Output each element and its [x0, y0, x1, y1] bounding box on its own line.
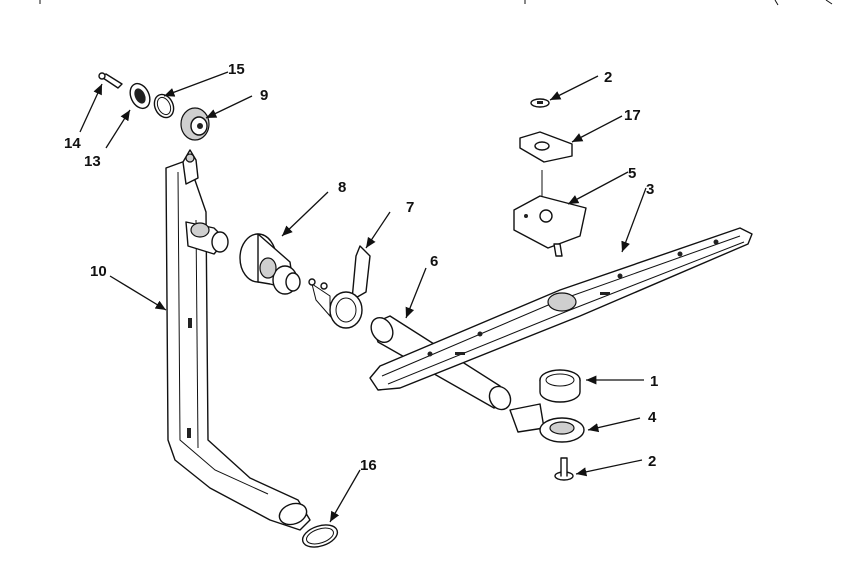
part-1-ring [539, 369, 581, 403]
part-10-supply-tube [165, 149, 311, 531]
part-15-o-ring [153, 93, 175, 119]
label-6: 6 [430, 253, 438, 270]
part-4-hub [509, 403, 585, 443]
part-labels: 15 9 14 13 8 7 6 10 16 2 17 5 3 1 4 2 [64, 61, 658, 474]
label-9: 9 [260, 87, 268, 104]
label-2-top: 2 [604, 69, 612, 86]
label-14: 14 [64, 135, 81, 152]
label-5: 5 [628, 165, 636, 182]
label-8: 8 [338, 179, 346, 196]
label-2-bottom: 2 [648, 453, 656, 470]
part-2-screw-bottom [554, 457, 574, 481]
label-4: 4 [648, 409, 657, 426]
part-7-retainer-clip [308, 245, 371, 329]
part-5-mount [513, 170, 587, 257]
label-1: 1 [650, 373, 658, 390]
part-9-bearing [180, 107, 210, 141]
leader-lines [79, 71, 647, 523]
label-17: 17 [624, 107, 641, 124]
part-3-spray-arm [369, 227, 753, 391]
part-13-washer [129, 82, 151, 110]
part-2-screw-top [530, 98, 550, 108]
part-8-coupling [239, 233, 301, 295]
label-16: 16 [360, 457, 377, 474]
part-16-o-ring [301, 524, 339, 548]
label-10: 10 [90, 263, 107, 280]
part-14-screw [98, 72, 123, 89]
part-17-bracket [519, 131, 573, 163]
label-15: 15 [228, 61, 245, 78]
top-edge-marks [39, 0, 833, 6]
label-7: 7 [406, 199, 414, 216]
label-3: 3 [646, 181, 654, 198]
label-13: 13 [84, 153, 101, 170]
